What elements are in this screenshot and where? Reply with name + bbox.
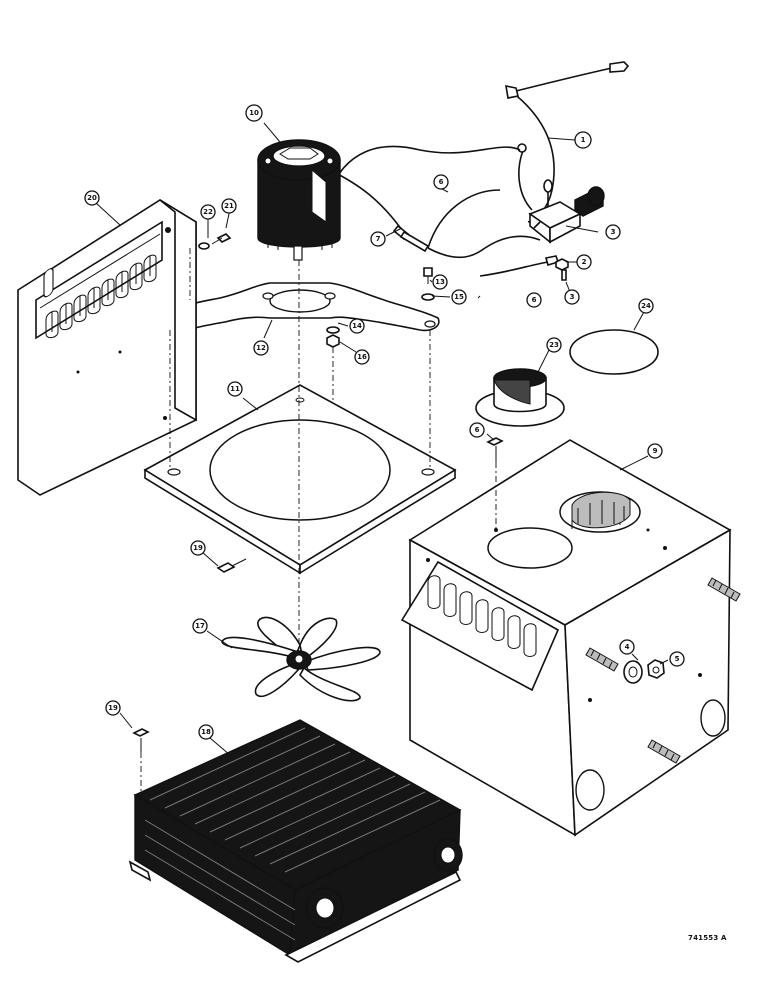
svg-text:19: 19 [193,544,203,552]
callout-22: 22 [200,204,216,220]
callout-3a: 3 [605,224,621,240]
svg-text:9: 9 [653,447,658,455]
svg-text:3: 3 [570,293,575,301]
svg-text:3: 3 [611,228,616,236]
svg-text:14: 14 [352,322,362,330]
door-louvers [43,268,54,298]
callout-2: 2 [576,254,592,270]
misc-screws [132,437,504,752]
cover-disc [569,329,659,375]
svg-text:10: 10 [249,109,259,117]
callout-24: 24 [638,298,654,314]
callout-17: 17 [192,618,208,634]
svg-text:4: 4 [625,643,630,651]
svg-text:19: 19 [108,704,118,712]
wiring-harness [505,61,630,223]
svg-text:2: 2 [582,258,587,266]
callout-11: 11 [227,381,243,397]
stud-washer-and-nut [623,659,665,684]
callout-9: 9 [647,443,663,459]
svg-text:5: 5 [675,655,680,663]
alignment-lines [140,248,497,800]
callout-6a: 6 [433,174,449,190]
heater-core [128,719,463,963]
motor-lead-wire [327,145,560,277]
svg-text:22: 22 [203,208,213,216]
mounting-studs [585,577,741,764]
callout-23: 23 [546,337,562,353]
svg-text:6: 6 [475,426,480,434]
callout-15: 15 [451,289,467,305]
svg-text:6: 6 [532,296,537,304]
callout-19b: 19 [105,700,121,716]
svg-text:24: 24 [641,302,651,310]
figure-code: 741553 A [688,934,727,942]
housing-louver-panel [400,560,560,692]
svg-text:7: 7 [376,235,381,243]
callout-18: 18 [198,724,214,740]
callout-1: 1 [574,131,592,149]
callout-19a: 19 [190,540,206,556]
svg-text:18: 18 [201,728,211,736]
callout-3b: 3 [564,289,580,305]
callout-5: 5 [669,651,685,667]
small-hardware [326,258,569,348]
svg-text:20: 20 [87,194,97,202]
defroster-duct-collar [475,368,565,427]
callout-6b: 6 [526,292,542,308]
svg-text:11: 11 [230,385,240,393]
svg-text:23: 23 [549,341,559,349]
svg-text:6: 6 [439,178,444,186]
heater-housing [400,439,732,837]
door-screw [198,233,232,250]
svg-text:17: 17 [195,622,205,630]
callout-4: 4 [619,639,635,655]
svg-text:21: 21 [224,202,234,210]
callout-7: 7 [370,231,386,247]
svg-text:12: 12 [256,344,266,352]
callout-21: 21 [221,198,237,214]
callout-16: 16 [354,349,370,365]
blower-motor [257,139,341,261]
svg-text:15: 15 [454,293,464,301]
callout-12: 12 [253,340,269,356]
motor-mounting-gasket [156,282,440,333]
callout-6c: 6 [469,422,485,438]
blower-fan [221,616,381,702]
heater-door [17,199,197,496]
toggle-switch [528,186,605,244]
svg-text:13: 13 [435,278,445,286]
callout-13: 13 [432,274,448,290]
callout-10: 10 [245,104,263,122]
leader-lines [95,122,669,756]
fan-mounting-plate [143,384,457,575]
callout-20: 20 [84,190,100,206]
callout-14: 14 [349,318,365,334]
svg-text:1: 1 [581,136,586,144]
svg-text:16: 16 [357,353,367,361]
